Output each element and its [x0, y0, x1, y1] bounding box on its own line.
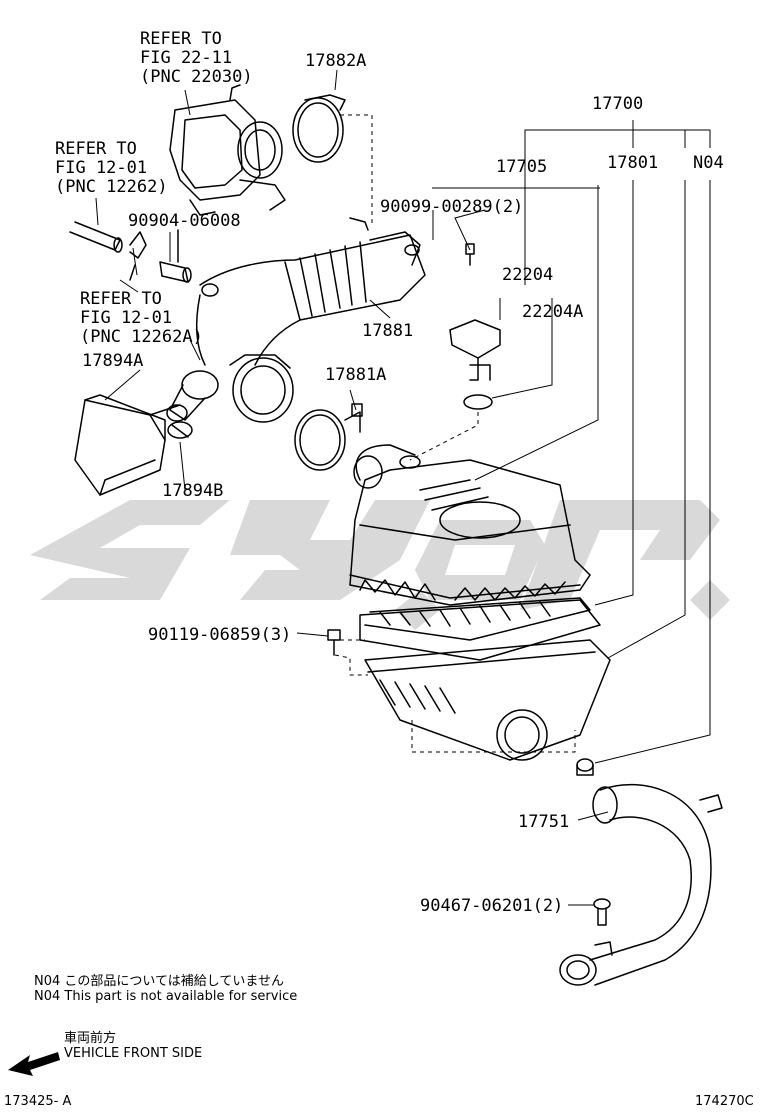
airflow-meter-22204 [449, 319, 501, 381]
label-17881: 17881 [362, 321, 414, 341]
resonator-connector [166, 370, 219, 422]
hose-clip [129, 231, 147, 281]
label-17881A: 17881A [325, 365, 387, 385]
diagram-code-right: 174270C [695, 1094, 754, 1109]
label-17751: 17751 [518, 812, 570, 832]
hose-clamp-17894B [167, 421, 193, 439]
air-cleaner-case [364, 639, 611, 776]
air-intake-duct-17751 [559, 783, 723, 986]
ref-hose-a-line2: FIG 12-01 [80, 308, 173, 328]
throttle-body [169, 84, 286, 216]
ref-hose-line2: FIG 12-01 [55, 158, 148, 178]
label-17894B: 17894B [162, 481, 224, 501]
label-17700: 17700 [592, 94, 644, 114]
label-90904: 90904-06008 [128, 211, 241, 231]
pcv-valve-90904 [159, 229, 192, 283]
label-N04: N04 [693, 153, 724, 173]
air-filter-element-17801 [359, 597, 601, 661]
o-ring-22204A [463, 394, 493, 410]
bolt-90467 [593, 898, 611, 926]
ref-throttle-line2: FIG 22-11 [140, 48, 233, 68]
leader-lines [95, 69, 711, 906]
hose-clamp-17881A [294, 403, 363, 471]
note-english: N04 This part is not available for servi… [34, 989, 298, 1004]
note-japanese: N04 この部品については補給していません [34, 974, 284, 989]
air-cleaner-cap [349, 444, 591, 606]
label-22204A: 22204A [522, 302, 584, 322]
vacuum-hose-12262 [69, 221, 123, 253]
hose-clamp-17882A [292, 94, 346, 163]
bolt-90119 [327, 629, 341, 656]
label-90099: 90099-00289(2) [380, 197, 524, 217]
watermark-logo [30, 500, 730, 630]
ref-throttle-line1: REFER TO [140, 29, 222, 49]
direction-japanese: 車両前方 [64, 1031, 117, 1046]
ref-hose-line1: REFER TO [55, 139, 137, 159]
label-17705: 17705 [496, 157, 548, 177]
label-17801: 17801 [607, 153, 659, 173]
resonator-17894A [74, 394, 181, 496]
label-90467: 90467-06201(2) [420, 896, 564, 916]
label-17894A: 17894A [82, 351, 144, 371]
ref-throttle-line3: (PNC 22030) [140, 67, 253, 87]
front-direction-arrow-icon [8, 1052, 60, 1076]
diagram-code-left: 173425- A [4, 1094, 72, 1109]
label-17882A: 17882A [305, 51, 367, 71]
label-22204: 22204 [502, 265, 554, 285]
air-intake-hose-17881 [195, 217, 426, 423]
ref-hose-a-line3: (PNC 12262A) [80, 327, 203, 347]
bolt-90099 [465, 243, 475, 266]
direction-english: VEHICLE FRONT SIDE [64, 1046, 203, 1061]
ref-hose-a-line1: REFER TO [80, 289, 162, 309]
label-90119: 90119-06859(3) [148, 625, 292, 645]
ref-hose-line3: (PNC 12262) [55, 177, 168, 197]
